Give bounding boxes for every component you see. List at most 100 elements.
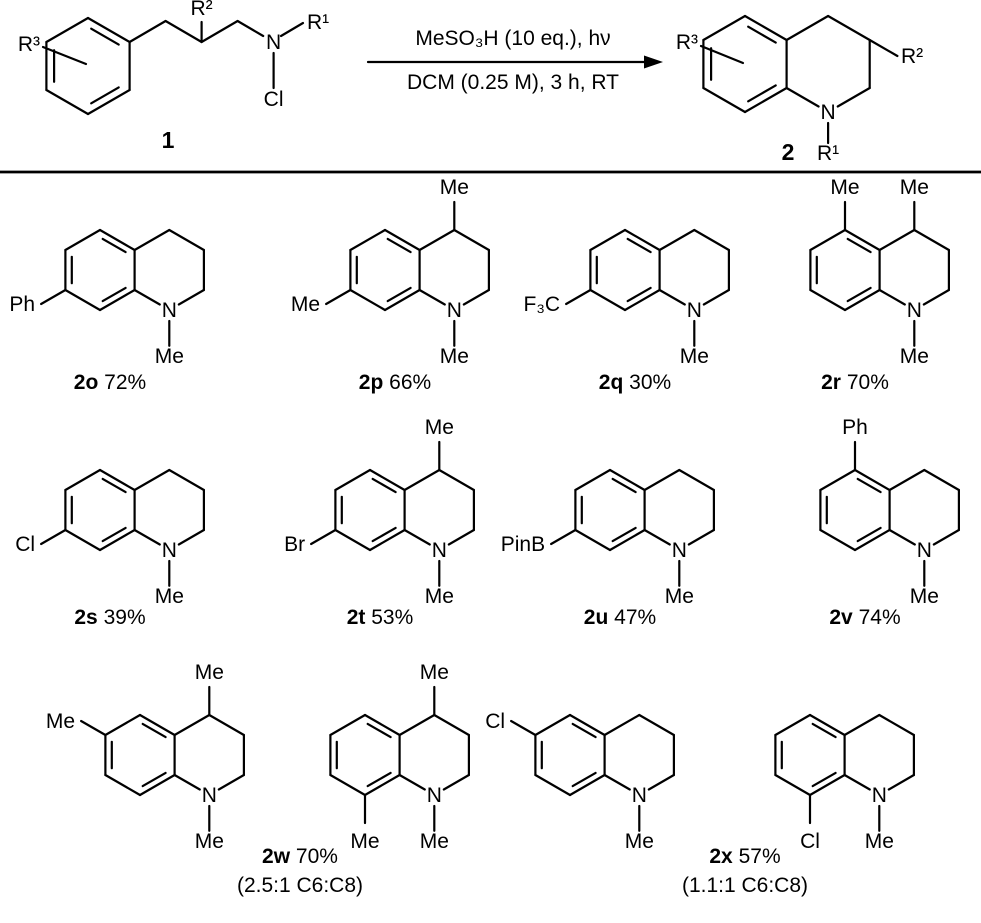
bond [438,468,475,492]
nitrogen-label: N [687,299,702,322]
bond [809,228,847,252]
bond [623,228,661,252]
caption-2q: 2q 30% [599,371,671,395]
bond [932,528,961,546]
bond [702,288,731,306]
bond [39,288,67,306]
bond [101,237,127,254]
compound-yield: 72% [104,371,147,394]
compound-yield: 47% [614,606,657,629]
bond [64,468,102,492]
bond [878,228,916,252]
bond [589,228,627,252]
bond [808,713,846,737]
bond [808,773,846,797]
substituent-label: Ph [9,293,35,316]
compound-id: 2w [262,845,291,868]
bond [658,288,686,306]
compound-id: 2v [829,606,853,629]
compound-id: 2u [583,606,609,629]
bond [811,771,837,788]
bond [603,773,631,791]
substituent-label: Me [900,176,929,199]
bond [774,773,812,797]
caption-2x: 2x 57% [709,845,780,869]
bond [868,38,899,58]
caption-2v: 2v 74% [829,606,900,630]
conditions-line1: MeSO₃H (10 eq.), hν [415,27,611,50]
bond [168,468,205,492]
bond [403,528,431,546]
bond [888,468,926,492]
bond [702,14,747,42]
n-substituent-label: Me [420,830,449,853]
n-substituent-label: Me [865,830,894,853]
bond [809,288,847,312]
bond [383,288,421,312]
compound-yield: 30% [629,371,672,394]
bond [853,528,891,552]
caption-2r: 2r 70% [821,371,889,395]
bond [843,288,881,312]
bond [453,228,490,252]
compound-yield: 70% [295,845,338,868]
bond [693,228,731,252]
bond [104,713,142,737]
substituent-label: Me [46,710,75,733]
substituent-label: R³ [676,31,698,54]
bond [678,468,716,492]
bond [334,528,372,552]
bond [164,19,203,44]
bond [603,713,641,737]
substituent-label: PinB [501,533,545,556]
bond [325,288,352,306]
bond [647,773,676,791]
bond [658,228,696,252]
bond [836,86,871,108]
bond [386,237,412,254]
bond [334,468,372,492]
n-substituent-label: Me [155,585,184,608]
bond [133,528,161,546]
bond [638,713,676,737]
bond [366,722,392,739]
bond [41,45,88,66]
bond [101,477,127,494]
bond [236,19,265,38]
bond [329,773,367,797]
bond [643,468,681,492]
compound-yield: 70% [846,371,889,394]
bond [386,286,412,303]
isomer-ratio: (1.1:1 C6:C8) [681,874,809,897]
compound-number: 1 [162,127,175,153]
bond [90,27,120,46]
nitrogen-label: N [917,539,932,562]
bond [101,286,127,303]
substituent-label: Me [195,661,224,684]
bond [856,526,882,543]
compound-yield: 39% [103,606,146,629]
bond [819,528,857,552]
caption-2w-ratio: (2.5:1 C6:C8) [237,874,363,898]
bond [133,288,161,306]
bond [626,286,652,303]
bond [853,468,891,492]
bond [398,713,436,737]
bond [39,528,67,546]
isomer-ratio: (2.5:1 C6:C8) [236,874,364,897]
substituent-label: R² [191,0,213,20]
bond [747,25,777,44]
compound-id: 2s [74,606,98,629]
bond [141,722,167,739]
n-substituent-label: Me [910,585,939,608]
substituent-label: F₃C [524,293,561,316]
compound-id: 2t [346,606,366,629]
substituent-label: R¹ [307,11,329,34]
substituent-label: R³ [18,33,40,56]
